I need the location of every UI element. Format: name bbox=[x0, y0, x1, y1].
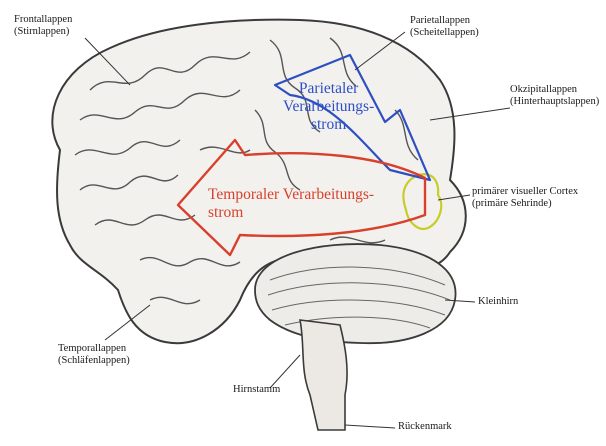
label-spinal-cord: Rückenmark bbox=[398, 421, 452, 433]
parietal-stream-label: Parietaler Verarbeitungs- strom bbox=[283, 80, 374, 134]
label-visual-cortex: primärer visueller Cortex(primäre Sehrin… bbox=[472, 186, 578, 210]
label-frontal: Frontallappen(Stirnlappen) bbox=[14, 14, 72, 38]
brainstem bbox=[300, 320, 347, 430]
label-parietal: Parietallappen(Scheitellappen) bbox=[410, 15, 479, 39]
label-brainstem: Hirnstamm bbox=[233, 384, 280, 396]
label-occipital: Okzipitallappen(Hinterhauptslappen) bbox=[510, 84, 599, 108]
cerebellum bbox=[255, 244, 456, 343]
temporal-stream-label: Temporaler Verarbeitungs- strom bbox=[208, 186, 374, 222]
label-temporal: Temporallappen(Schläfenlappen) bbox=[58, 343, 130, 367]
label-cerebellum: Kleinhirn bbox=[478, 296, 518, 308]
